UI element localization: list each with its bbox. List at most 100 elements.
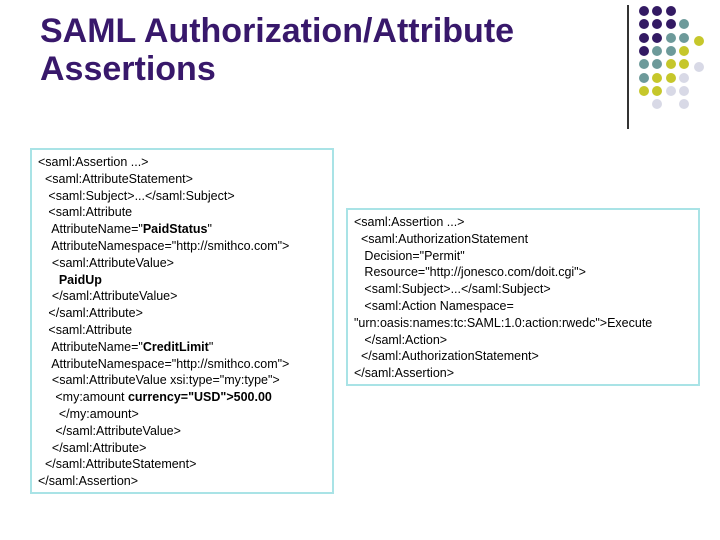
code-segment: </saml:Assertion> (354, 366, 455, 381)
code-segment: <saml:Assertion ...> (354, 215, 465, 229)
code-segment: </saml:Action> (354, 332, 448, 347)
decorative-dot (652, 85, 663, 96)
decorative-dot (678, 45, 689, 56)
code-segment: <saml:Action Namespace= (354, 298, 514, 313)
decorative-dot (678, 85, 689, 96)
decorative-dot (639, 32, 649, 43)
decorative-dot (665, 72, 676, 83)
decorative-dot (639, 6, 649, 16)
code-segment: currency="USD">500.00 (127, 390, 272, 405)
divider-line (627, 5, 629, 129)
code-line: Resource="http://jonesco.com/doit.cgi"> (354, 264, 692, 281)
code-segment: <saml:Attribute (38, 322, 133, 337)
decorative-dot (678, 99, 689, 110)
slide-title: SAML Authorization/Attribute Assertions (40, 12, 620, 88)
code-line: </saml:Attribute> (38, 440, 326, 457)
decorative-dot (665, 6, 676, 16)
decorative-dot (652, 19, 663, 30)
decorative-dot (652, 99, 663, 110)
decorative-dot (694, 62, 705, 73)
code-line: <saml:AttributeValue xsi:type="my:type"> (38, 372, 326, 389)
code-line: AttributeName="PaidStatus" (38, 221, 326, 238)
code-line: </my:amount> (38, 406, 326, 423)
code-segment: AttributeNamespace="http://smithco.com"> (38, 356, 290, 371)
code-segment: <saml:AttributeValue xsi:type="my:type"> (38, 373, 280, 388)
code-segment: </saml:Attribute> (38, 440, 147, 455)
code-line: "urn:oasis:names:tc:SAML:1.0:action:rwed… (354, 315, 692, 332)
decorative-dot (678, 59, 689, 70)
code-segment: " (208, 339, 214, 354)
decorative-dot (665, 85, 676, 96)
dot-grid-decoration (639, 6, 717, 122)
code-segment: </saml:AttributeValue> (38, 289, 178, 304)
code-segment (38, 273, 59, 287)
code-segment: AttributeNamespace="http://smithco.com"> (38, 238, 290, 253)
decorative-dot (639, 72, 649, 83)
code-line: <saml:AttributeStatement> (38, 171, 326, 188)
code-line: <saml:Subject>...</saml:Subject> (354, 281, 692, 298)
code-line: </saml:AuthorizationStatement> (354, 348, 692, 365)
decorative-dot (652, 6, 663, 16)
code-line: </saml:Attribute> (38, 305, 326, 322)
decorative-dot (652, 45, 663, 56)
code-line: <saml:Assertion ...> (354, 214, 692, 231)
decorative-dot (639, 59, 649, 70)
decorative-dot (678, 19, 689, 30)
code-line: <saml:AuthorizationStatement (354, 231, 692, 248)
code-segment: <saml:Attribute (38, 205, 133, 220)
code-line: Decision="Permit" (354, 248, 692, 265)
code-line: </saml:AttributeValue> (38, 288, 326, 305)
decorative-dot (652, 32, 663, 43)
code-line: <my:amount currency="USD">500.00 (38, 389, 326, 406)
code-segment: </saml:AttributeStatement> (38, 457, 197, 472)
code-line: <saml:AttributeValue> (38, 255, 326, 272)
code-line: </saml:AttributeValue> (38, 423, 326, 440)
code-segment: "urn:oasis:names:tc:SAML:1.0:action:rwed… (354, 315, 653, 330)
decorative-dot (665, 32, 676, 43)
code-segment: Decision="Permit" (354, 248, 465, 263)
code-segment: <saml:Subject>...</saml:Subject> (354, 282, 551, 297)
code-line: <saml:Subject>...</saml:Subject> (38, 188, 326, 205)
code-line: </saml:Assertion> (38, 473, 326, 490)
code-segment: <saml:Subject>...</saml:Subject> (38, 188, 235, 203)
authorization-assertion-code-box: <saml:Assertion ...> <saml:Authorization… (346, 208, 700, 386)
code-line: </saml:AttributeStatement> (38, 456, 326, 473)
code-segment: </my:amount> (38, 406, 139, 421)
attribute-assertion-code-box: <saml:Assertion ...> <saml:AttributeStat… (30, 148, 334, 494)
code-line: PaidUp (38, 272, 326, 289)
code-segment: AttributeName=" (38, 339, 143, 354)
code-line: <saml:Assertion ...> (38, 154, 326, 171)
decorative-dot (678, 32, 689, 43)
code-segment: " (207, 222, 212, 237)
decorative-dot (665, 19, 676, 30)
code-segment: </saml:AttributeValue> (38, 423, 181, 438)
code-line: <saml:Action Namespace= (354, 298, 692, 315)
decorative-dot (639, 19, 649, 30)
code-segment: <saml:AuthorizationStatement (354, 231, 529, 246)
title-line-1: SAML Authorization/Attribute (40, 12, 515, 50)
code-segment: Resource="http://jonesco.com/doit.cgi"> (354, 265, 586, 280)
code-line: <saml:Attribute (38, 322, 326, 339)
decorative-dot (665, 45, 676, 56)
decorative-dot (665, 59, 676, 70)
page-title: SAML Authorization/Attribute Assertions (40, 12, 620, 88)
code-segment: AttributeName=" (38, 222, 143, 237)
code-line: AttributeName="CreditLimit" (38, 339, 326, 356)
code-line: <saml:Attribute (38, 204, 326, 221)
decorative-dot (694, 35, 705, 46)
code-segment: <saml:AttributeStatement> (38, 171, 193, 186)
title-line-2: Assertions (40, 50, 216, 89)
code-line: AttributeNamespace="http://smithco.com"> (38, 238, 326, 255)
code-segment: PaidStatus (142, 222, 208, 237)
code-line: </saml:Assertion> (354, 365, 692, 382)
code-segment: <saml:Assertion ...> (38, 155, 149, 169)
decorative-dot (652, 59, 663, 70)
decorative-dot (639, 45, 649, 56)
decorative-dot (678, 72, 689, 83)
code-segment: CreditLimit (142, 339, 209, 354)
decorative-dot (639, 85, 649, 96)
code-segment: PaidUp (58, 272, 102, 287)
code-segment: </saml:Attribute> (38, 306, 143, 321)
code-segment: <saml:AttributeValue> (38, 255, 174, 270)
code-segment: <my:amount (38, 390, 128, 405)
